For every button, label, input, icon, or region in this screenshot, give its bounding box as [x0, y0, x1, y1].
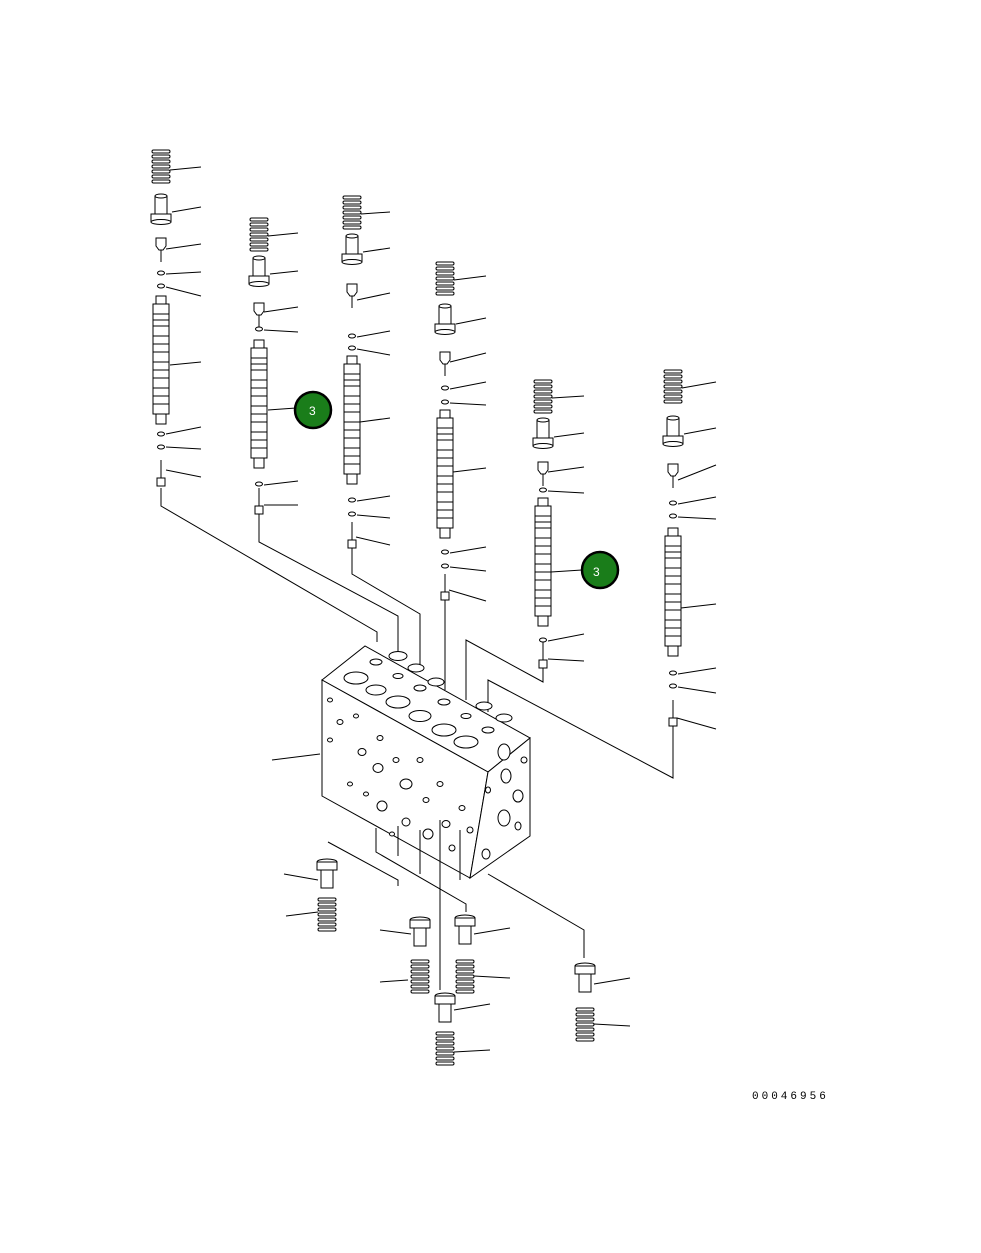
callout-1: 3 — [293, 390, 333, 430]
bottom-assembly-3 — [454, 914, 476, 994]
spool-assembly-3 — [341, 195, 363, 549]
spool-assembly-4 — [434, 261, 456, 601]
leader-lines-1 — [165, 166, 202, 478]
svg-text:3: 3 — [593, 565, 600, 579]
document-number: 00046956 — [752, 1091, 829, 1103]
valve-body-leader — [271, 753, 321, 761]
spool-assembly-6 — [662, 369, 684, 727]
bottom-assembly-4 — [434, 992, 456, 1066]
leader-lines-6 — [676, 381, 717, 730]
leader-lines-4 — [448, 275, 487, 602]
routing-lines — [160, 488, 674, 779]
spool-assembly-1 — [150, 149, 172, 487]
spool-assembly-2 — [248, 217, 270, 515]
valve-body — [321, 645, 531, 880]
bottom-assembly-5 — [574, 962, 596, 1042]
bottom-assembly-2 — [409, 916, 431, 994]
leader-lines-5 — [547, 395, 585, 662]
bottom-leader-lines — [283, 820, 631, 1053]
callout-2: 3 — [580, 550, 620, 590]
spool-assembly-5 — [532, 379, 554, 669]
leader-lines-3 — [355, 211, 391, 546]
leader-lines-2 — [263, 232, 299, 506]
bottom-assembly-1 — [316, 858, 338, 932]
svg-text:3: 3 — [309, 404, 316, 418]
